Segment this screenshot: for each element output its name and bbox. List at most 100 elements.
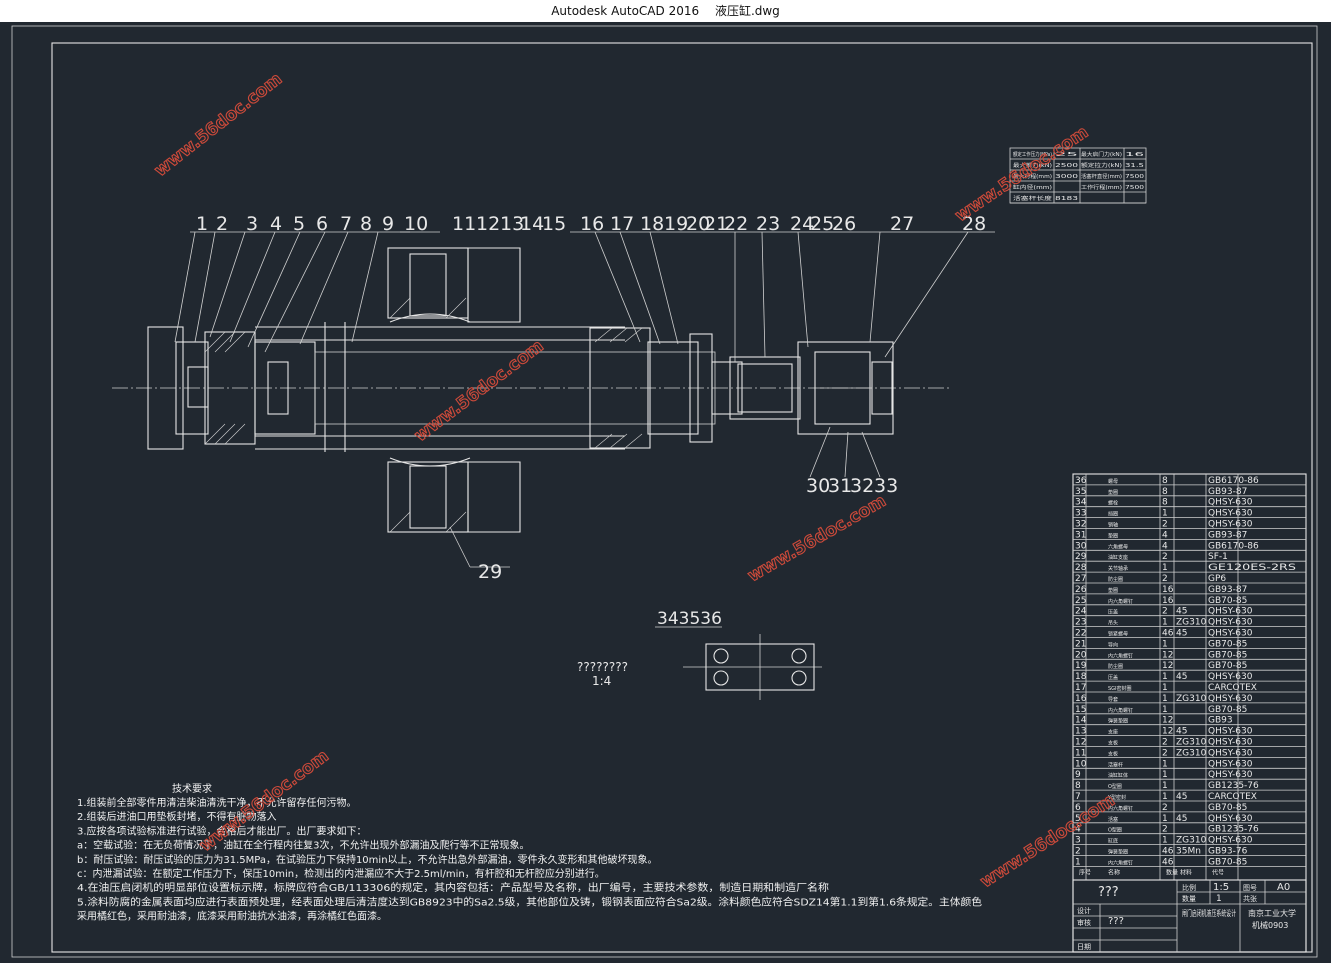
bom-name: 导向 (1108, 641, 1118, 648)
bom-code: GB70-85 (1208, 705, 1247, 715)
part-number-label: 16 (580, 213, 604, 235)
part-number-label: 3 (246, 213, 258, 235)
cylinder-assembly[interactable] (112, 247, 950, 533)
bom-mat: ZG310 (1176, 694, 1207, 704)
bom-code: GB93-87 (1208, 585, 1247, 595)
bom-mat: ZG310 (1176, 618, 1207, 628)
bom-name: O型圈 (1108, 783, 1122, 790)
bom-code: QHSY-630 (1208, 770, 1253, 780)
bom-code: QHSY-630 (1208, 759, 1253, 769)
part-number-label: 20 (686, 213, 710, 235)
bom-no: 30 (1075, 541, 1087, 551)
bom-name: 支板 (1108, 750, 1118, 757)
bom-qty: 2 (1162, 738, 1168, 748)
part-number-label: 9 (382, 213, 394, 235)
bom-code: GB1235-76 (1208, 781, 1259, 791)
param-cell: 额定工作压力(MPa) (1013, 151, 1052, 158)
bom-qty: 1 (1162, 814, 1168, 824)
param-cell: 7500 (1125, 174, 1144, 180)
param-cell: 缸内径(mm) (1013, 184, 1052, 191)
bom-mat: 45 (1176, 629, 1187, 639)
file-name: 液压缸.dwg (714, 4, 780, 18)
bom-no: 23 (1075, 618, 1086, 628)
trunnion-bottom (387, 461, 469, 533)
param-cell: 7500 (1125, 185, 1144, 191)
bottom-port (187, 366, 209, 408)
bom-no: 5 (1075, 814, 1081, 824)
bom-qty: 1 (1162, 770, 1168, 780)
bom-header-qty: 数量 (1166, 868, 1178, 876)
bom-qty: 1 (1162, 683, 1168, 693)
bom-name: SGI密封圈 (1108, 685, 1132, 692)
tech-note-line: 2.组装后进油口用垫板封堵，不得有脏物落入 (77, 810, 277, 823)
part-callouts (174, 231, 995, 568)
bom-no: 25 (1075, 596, 1086, 606)
param-cell: 31.5 (1125, 163, 1144, 169)
detail-label: 343536 (657, 609, 722, 629)
bom-code: GB70-85 (1208, 639, 1247, 649)
part-number-label: 7 (340, 213, 352, 235)
bom-no: 4 (1075, 825, 1081, 835)
gland (589, 327, 651, 449)
bom-code: QHSY-630 (1208, 672, 1253, 682)
bom-qty: 12 (1162, 716, 1173, 726)
bom-name: 防尘圈 (1108, 663, 1123, 670)
param-cell: 25 (1055, 152, 1078, 158)
bom-no: 24 (1075, 607, 1087, 617)
part-number-label: 24 (790, 213, 814, 235)
bom-qty: 2 (1162, 825, 1168, 835)
bom-qty: 16 (1162, 596, 1174, 606)
bom-code: QHSY-630 (1208, 498, 1253, 508)
bom-name: 弹簧垫圈 (1108, 849, 1128, 856)
bom-no: 7 (1075, 792, 1081, 802)
bom-code: QHSY-630 (1208, 748, 1253, 758)
piston-rod (314, 351, 716, 425)
bom-qty: 4 (1162, 530, 1168, 540)
part-number-label: 32 (850, 475, 874, 497)
bom-qty: 2 (1162, 574, 1168, 584)
bom-code: GB93-76 (1208, 847, 1248, 857)
qty-value: 1 (1216, 894, 1222, 904)
bom-code: QHSY-630 (1208, 738, 1253, 748)
bom-qty: 8 (1162, 487, 1168, 497)
bom-name: Y型密封 (1107, 794, 1126, 801)
bom-no: 9 (1075, 770, 1081, 780)
bom-qty: 46 (1162, 847, 1174, 857)
bom-name: 内六角螺钉 (1108, 652, 1133, 659)
bom-code: QHSY-630 (1208, 836, 1253, 846)
detail-view[interactable]: 343536 ???????? 1:4 (577, 609, 822, 700)
bom-name: O型圈 (1108, 827, 1122, 834)
title-block: ??? 比例 1:5 图号 A0 数量 1 共张 设计 审核 日期 ??? 闸门… (1072, 879, 1307, 953)
detail-scale: 1:4 (592, 674, 611, 688)
part-number-label: 1 (196, 213, 208, 235)
part-number-label: 23 (756, 213, 780, 235)
tech-note-line: 3.应按各项试验标准进行试验，合格后才能出厂。出厂要求如下： (77, 824, 367, 837)
bom-no: 8 (1075, 781, 1081, 791)
part-number-label: 30 (806, 475, 830, 497)
bom-name: 内六角螺钉 (1108, 598, 1133, 605)
part-number-label: 17 (610, 213, 634, 235)
bom-qty: 1 (1162, 639, 1168, 649)
bom-code: QHSY-630 (1208, 814, 1253, 824)
bom-qty: 1 (1162, 705, 1168, 715)
trunnion-bottom-bracket (467, 461, 521, 533)
bom-no: 17 (1075, 683, 1086, 693)
param-cell: 2500 (1055, 163, 1078, 169)
bolt-hole-2 (791, 648, 807, 664)
bom-name: 螺母 (1108, 478, 1118, 485)
bom-qty: 2 (1162, 607, 1168, 617)
bom-code: GB1235-76 (1208, 825, 1259, 835)
qty-label: 数量 (1182, 894, 1196, 903)
bom-no: 16 (1075, 694, 1087, 704)
clevis-cap (871, 361, 893, 415)
technical-notes: 技术要求 1.组装前全部零件用清洁柴油清洗干净，不允许留存任何污物。2.组装后进… (77, 782, 982, 923)
bom-name: 支板 (1108, 740, 1118, 747)
bom-no: 12 (1075, 738, 1086, 748)
bom-name: 螺栓 (1108, 500, 1118, 507)
part-number-label: 27 (890, 213, 914, 235)
bom-name: 导套 (1108, 696, 1118, 703)
trunnion-bottom-pin (409, 465, 447, 529)
param-cell: 16 (1125, 152, 1144, 158)
